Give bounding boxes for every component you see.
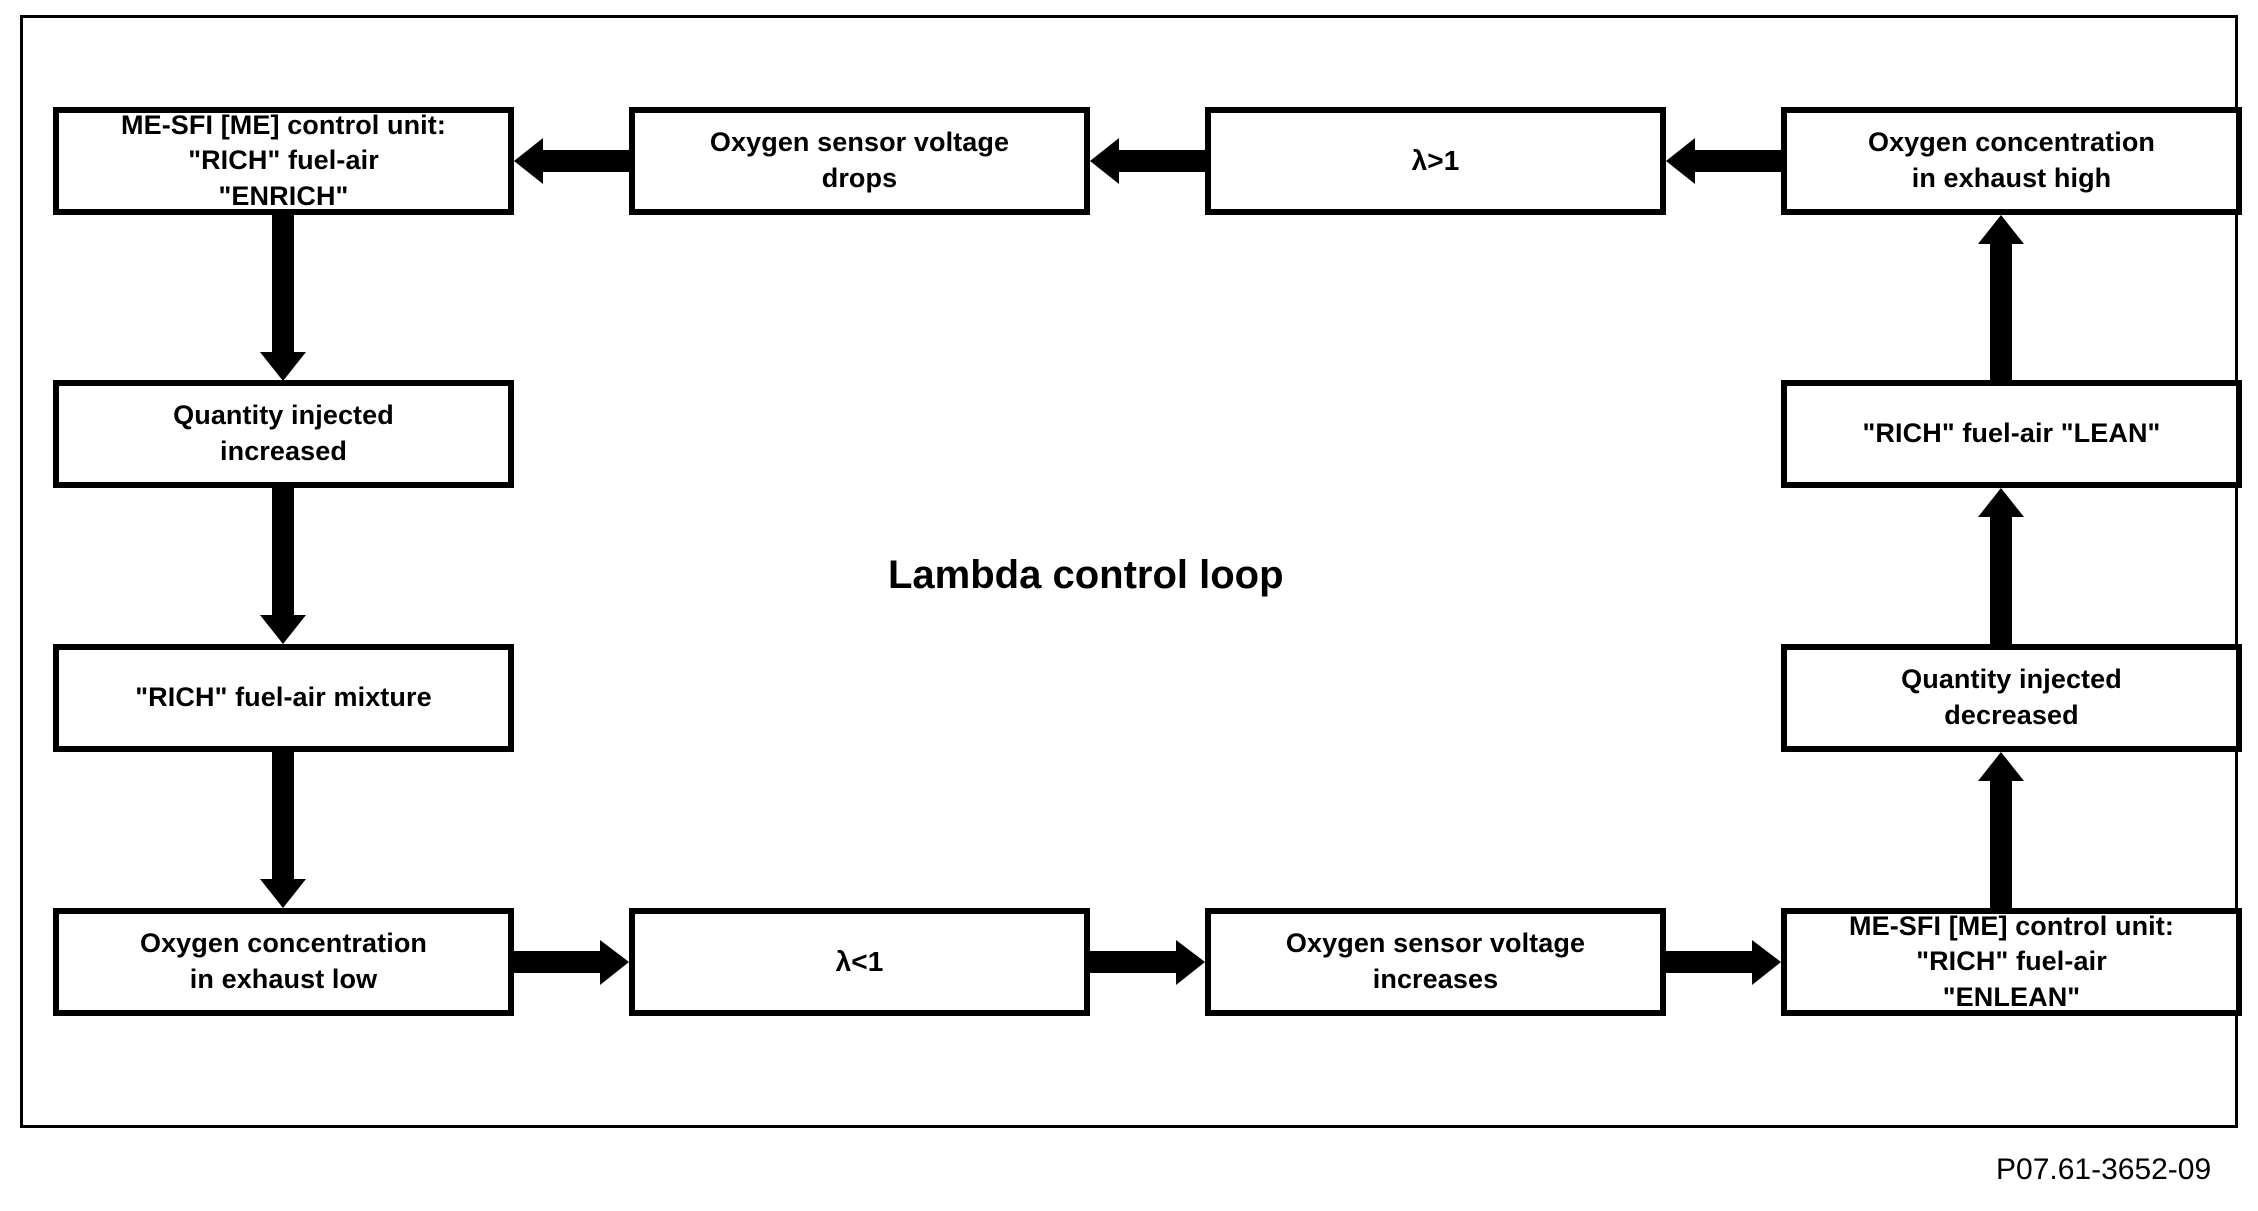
node-label: λ<1 [835, 945, 884, 977]
node-label: ME-SFI [ME] control unit: "RICH" fuel-ai… [121, 109, 446, 211]
node-rich-mixture[interactable]: "RICH" fuel-air mixture [53, 644, 514, 752]
node-label: ME-SFI [ME] control unit: "RICH" fuel-ai… [1849, 910, 2174, 1012]
node-rich-to-lean[interactable]: "RICH" fuel-air "LEAN" [1781, 380, 2242, 488]
node-label: "RICH" fuel-air mixture [135, 682, 432, 713]
node-lambda-lt-1[interactable]: λ<1 [629, 908, 1090, 1016]
node-me-enrich[interactable]: ME-SFI [ME] control unit: "RICH" fuel-ai… [53, 107, 514, 215]
node-label: Oxygen concentration in exhaust low [139, 928, 428, 994]
diagram-title: Lambda control loop [888, 553, 1284, 597]
node-o2-low[interactable]: Oxygen concentration in exhaust low [53, 908, 514, 1016]
node-label: λ>1 [1411, 144, 1460, 176]
node-label: Oxygen sensor voltage increases [1285, 928, 1586, 994]
node-qty-decreased[interactable]: Quantity injected decreased [1781, 644, 2242, 752]
node-me-enlean[interactable]: ME-SFI [ME] control unit: "RICH" fuel-ai… [1781, 908, 2242, 1016]
node-voltage-drops[interactable]: Oxygen sensor voltage drops [629, 107, 1090, 215]
node-label: "RICH" fuel-air "LEAN" [1862, 418, 2161, 449]
node-lambda-gt-1[interactable]: λ>1 [1205, 107, 1666, 215]
figure-reference: P07.61-3652-09 [1996, 1153, 2212, 1186]
node-label: Oxygen concentration in exhaust high [1867, 127, 2156, 193]
node-label: Oxygen sensor voltage drops [709, 127, 1010, 193]
node-label: Quantity injected increased [173, 400, 394, 466]
node-qty-increased[interactable]: Quantity injected increased [53, 380, 514, 488]
node-label: Quantity injected decreased [1901, 664, 2122, 730]
node-voltage-increases[interactable]: Oxygen sensor voltage increases [1205, 908, 1666, 1016]
node-o2-high[interactable]: Oxygen concentration in exhaust high [1781, 107, 2242, 215]
